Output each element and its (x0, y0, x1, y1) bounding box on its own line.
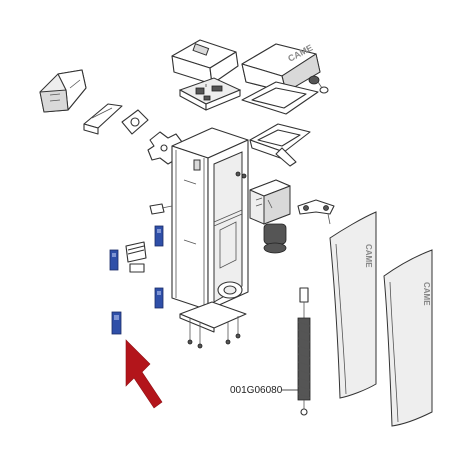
balancing-lever (297, 199, 335, 225)
highlighted-part-upper-left (109, 249, 119, 271)
part-number-callout: 001G06080 (230, 385, 298, 396)
barrier-cabinet (171, 127, 249, 311)
side-cover-rear: CAME (383, 249, 433, 427)
fixing-bracket (83, 103, 123, 135)
gasket-plate (121, 109, 149, 135)
upper-frame (249, 123, 311, 167)
top-cover: CAME (241, 42, 321, 93)
highlighted-part-upper-right (154, 225, 164, 247)
part-number-label: 001G06080 (230, 385, 283, 396)
balancing-spring (297, 287, 311, 416)
control-board-housing (171, 39, 239, 85)
base-plate (179, 301, 247, 349)
gearmotor (249, 179, 291, 254)
mounting-screws (235, 171, 247, 179)
cable-box-cover (39, 69, 87, 113)
arrow-up-left-icon (125, 339, 163, 409)
cover-brand-logo-front: CAME (364, 244, 373, 268)
cover-lock (308, 75, 329, 94)
control-board (178, 77, 242, 111)
side-cover-front: CAME (329, 211, 377, 399)
highlighted-part-target (111, 311, 122, 335)
terminal-block (125, 241, 147, 273)
cover-brand-logo-rear: CAME (422, 282, 431, 306)
screw-bracket (149, 203, 173, 215)
highlighted-part-lower-right (154, 287, 164, 309)
cover-gasket (241, 81, 319, 115)
